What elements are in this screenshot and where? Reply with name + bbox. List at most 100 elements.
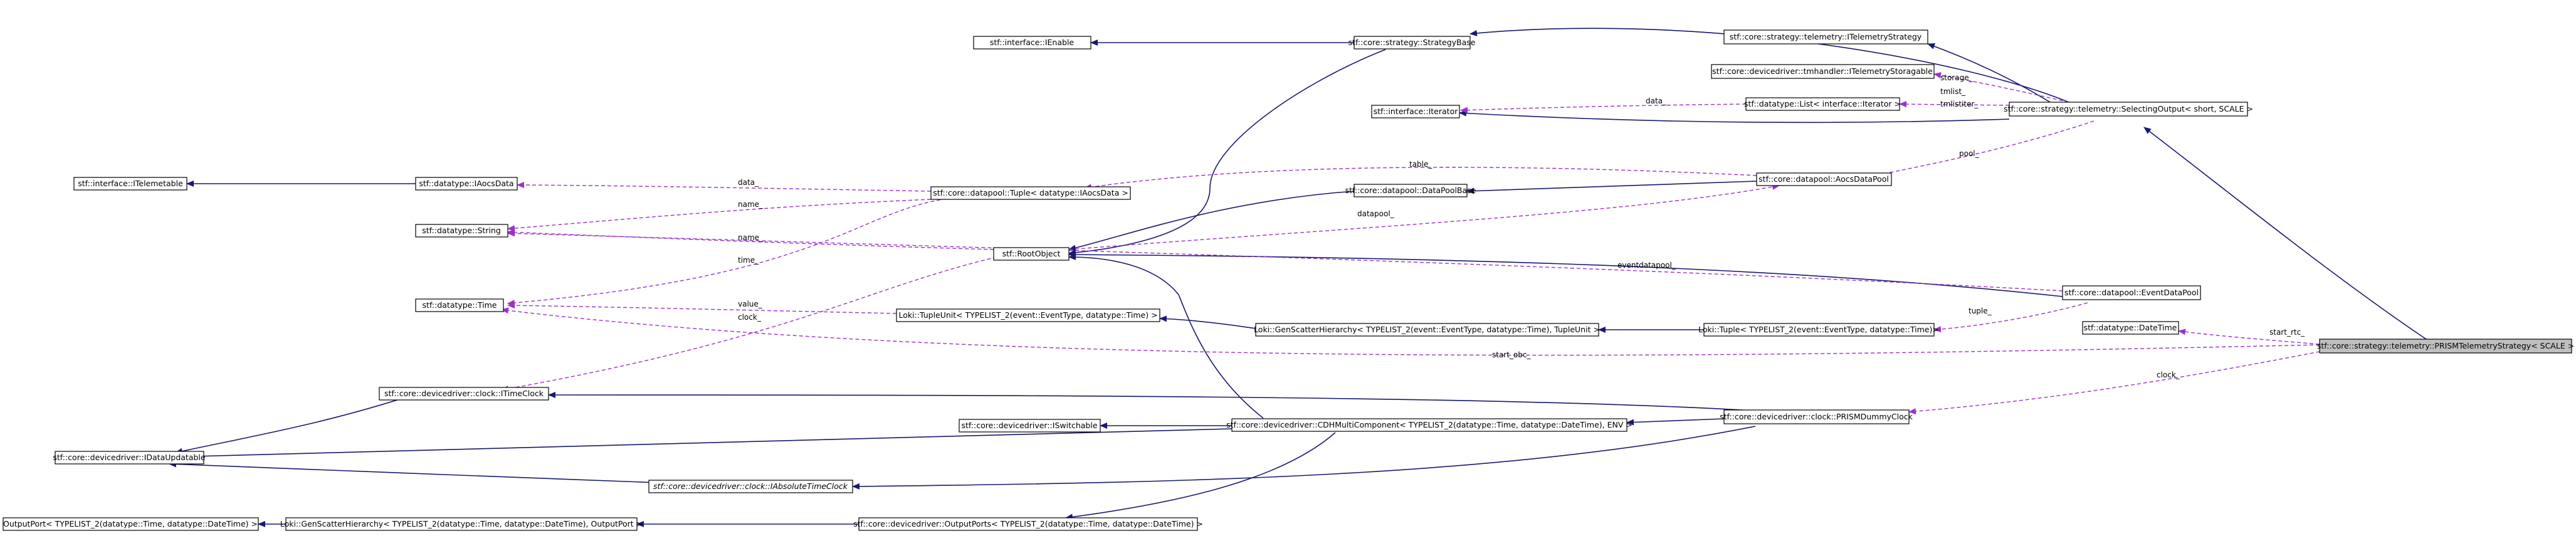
node-iaocsdata[interactable]: stf::datatype::IAocsData [415,177,518,191]
node-label: stf::core::devicedriver::tmhandler::ITel… [1712,66,1933,76]
node-label: stf::core::devicedriver::IDataUpdatable [53,453,206,462]
node-label: stf::interface::Iterator [1374,107,1459,116]
edge-prismdummyclock-iabsolutetimeclock [852,426,1756,490]
node-rootobject[interactable]: stf::RootObject [993,247,1070,261]
node-label: stf::core::datapool::DataPoolBase [1345,186,1476,195]
node-label: stf::datatype::List< interface::Iterator… [1744,99,1901,108]
node-itimeclock[interactable]: stf::core::devicedriver::clock::ITimeClo… [379,387,549,401]
node-label: stf::core::datapool::EventDataPool [2064,288,2199,297]
edge-cdhmulti-outputports [1065,432,1336,520]
label-clock-root: clock_ [738,313,762,322]
edge-prismdummyclock-itimeclock [548,392,1762,412]
node-label: stf::core::strategy::StrategyBase [1348,38,1476,47]
node-iiterator[interactable]: stf::interface::Iterator [1371,105,1460,118]
node-datapoolbase[interactable]: stf::core::datapool::DataPoolBase [1345,184,1476,197]
node-outputport[interactable]: OutputPort< TYPELIST_2(datatype::Time, d… [3,517,259,531]
node-label: Loki::TupleUnit< TYPELIST_2(event::Event… [898,310,1157,320]
edge-selectingoutput-itelemetrystoragable [1933,72,2069,103]
edge-genscatter-tupleunit [1159,315,1256,329]
edge-tuple-time [507,198,947,307]
node-label: stf::datatype::IAocsData [419,179,513,188]
node-prism-telemetry-strategy[interactable]: stf::core::strategy::telemetry::PRISMTel… [2317,339,2574,354]
node-label: stf::RootObject [1002,249,1061,258]
node-genscatter-output[interactable]: Loki::GenScatterHierarchy< TYPELIST_2(da… [280,517,643,531]
label-time: time_ [738,256,759,265]
edge-aocsdatapool-datapoolbase [1466,181,1757,194]
node-tupleunit[interactable]: Loki::TupleUnit< TYPELIST_2(event::Event… [896,308,1160,322]
edge-prism-selectingoutput [2143,127,2427,340]
node-label: stf::datatype::String [422,226,501,235]
label-start-obc: start_obc_ [1492,350,1532,359]
edge-cdhmulti-idataupdatable [194,428,1233,460]
edge-selectingoutput-iiterator [1459,110,2010,123]
node-label: stf::core::datapool::AocsDataPool [1759,174,1889,184]
node-itelemetrystrategy[interactable]: stf::core::strategy::telemetry::ITelemet… [1723,29,1928,45]
edge-tupleunit-time [507,302,897,314]
label-clock-prism: clock_ [2157,370,2180,379]
edge-list-iiterator [1460,103,1747,113]
node-label: stf::core::strategy::telemetry::Selectin… [2004,104,2253,113]
node-idataupdatable[interactable]: stf::core::devicedriver::IDataUpdatable [53,451,206,465]
node-datetime[interactable]: stf::datatype::DateTime [2082,321,2179,335]
node-strategybase[interactable]: stf::core::strategy::StrategyBase [1348,36,1476,50]
edge-iabsolutetimeclock-idataupdatable [169,461,659,483]
label-tmlistiter: tmlistiter_ [1940,100,1979,108]
edge-selectingoutput-aocsdatapool [1868,120,2095,179]
node-label: stf::core::devicedriver::clock::ITimeClo… [384,389,544,398]
node-prismdummyclock[interactable]: stf::core::devicedriver::clock::PRISMDum… [1720,409,1913,424]
edge-rootobject-itimeclock [501,256,997,392]
label-pool: pool_ [1959,149,1980,158]
edge-prism-datetime [2178,328,2320,345]
node-list-iterator[interactable]: stf::datatype::List< interface::Iterator… [1744,97,1901,111]
edge-selectingoutput-itelemetrystrategy [1927,43,2051,103]
label-name-root: name_ [738,233,764,242]
node-itelemetrystoragable[interactable]: stf::core::devicedriver::tmhandler::ITel… [1711,64,1935,79]
node-loki-tuple[interactable]: Loki::Tuple< TYPELIST_2(event::EventType… [1698,323,1939,337]
node-label: stf::core::devicedriver::OutputPorts< TY… [853,519,1203,528]
edge-eventdatapool-rootobject [1068,251,2063,297]
label-eventdatapool: eventdatapool_ [1617,261,1676,270]
node-label: stf::datatype::Time [423,300,497,310]
edge-itimeclock-idataupdatable [175,398,402,455]
node-label: stf::core::strategy::telemetry::PRISMTel… [2317,341,2574,350]
label-name-tuple: name_ [738,200,764,209]
edge-tuple-iaocsdata [517,182,932,192]
label-storage: storage_ [1940,73,1974,82]
node-label: stf::interface::ITelemetable [78,179,183,188]
edge-tuple-string [507,199,932,232]
edge-prism-time [501,307,2320,356]
node-label: Loki::GenScatterHierarchy< TYPELIST_2(da… [280,519,643,528]
node-cdhmulti[interactable]: stf::core::devicedriver::CDHMultiCompone… [1226,418,1632,432]
node-label: stf::core::strategy::telemetry::ITelemet… [1730,32,1922,41]
node-label: Loki::Tuple< TYPELIST_2(event::EventType… [1698,325,1939,334]
node-label: stf::core::devicedriver::CDHMultiCompone… [1226,420,1632,429]
label-datapool: datapool_ [1357,209,1395,218]
node-eventdatapool[interactable]: stf::core::datapool::EventDataPool [2062,285,2201,300]
label-tuple: tuple_ [1969,307,1992,315]
edge-aocsdatapool-tuple [1084,167,1757,191]
node-aocsdatapool[interactable]: stf::core::datapool::AocsDataPool [1756,172,1892,186]
label-value: value_ [738,300,763,308]
node-time[interactable]: stf::datatype::Time [415,298,504,312]
node-selectingoutput[interactable]: stf::core::strategy::telemetry::Selectin… [2004,102,2253,117]
inheritance-edges [169,28,2427,527]
label-data-list: data_ [1646,97,1667,105]
node-outputports[interactable]: stf::core::devicedriver::OutputPorts< TY… [853,517,1203,531]
label-tmlist: tmlist_ [1940,87,1966,96]
edge-cdhmulti-rootobject [1068,254,1264,419]
node-label: stf::core::devicedriver::clock::IAbsolut… [653,481,848,491]
edge-strategybase-rootobject [1068,49,1386,256]
node-string[interactable]: stf::datatype::String [415,224,508,238]
node-ienable[interactable]: stf::interface::IEnable [973,36,1091,50]
node-label: OutputPort< TYPELIST_2(datatype::Time, d… [3,519,258,528]
node-iswitchable[interactable]: stf::core::devicedriver::ISwitchable [959,419,1101,433]
node-itelemetable[interactable]: stf::interface::ITelemetable [73,177,187,191]
edge-rootobject-aocsdatapool [1068,184,1780,250]
label-table: table_ [1409,160,1433,169]
edge-rootobject-string [507,229,994,250]
edge-prismdummyclock-cdhmulti [1626,418,1725,426]
node-tuple-iaocsdata[interactable]: stf::core::datapool::Tuple< datatype::IA… [930,186,1131,200]
node-iabsolutetimeclock[interactable]: stf::core::devicedriver::clock::IAbsolut… [648,480,853,493]
node-genscatter-event[interactable]: Loki::GenScatterHierarchy< TYPELIST_2(ev… [1254,323,1600,337]
